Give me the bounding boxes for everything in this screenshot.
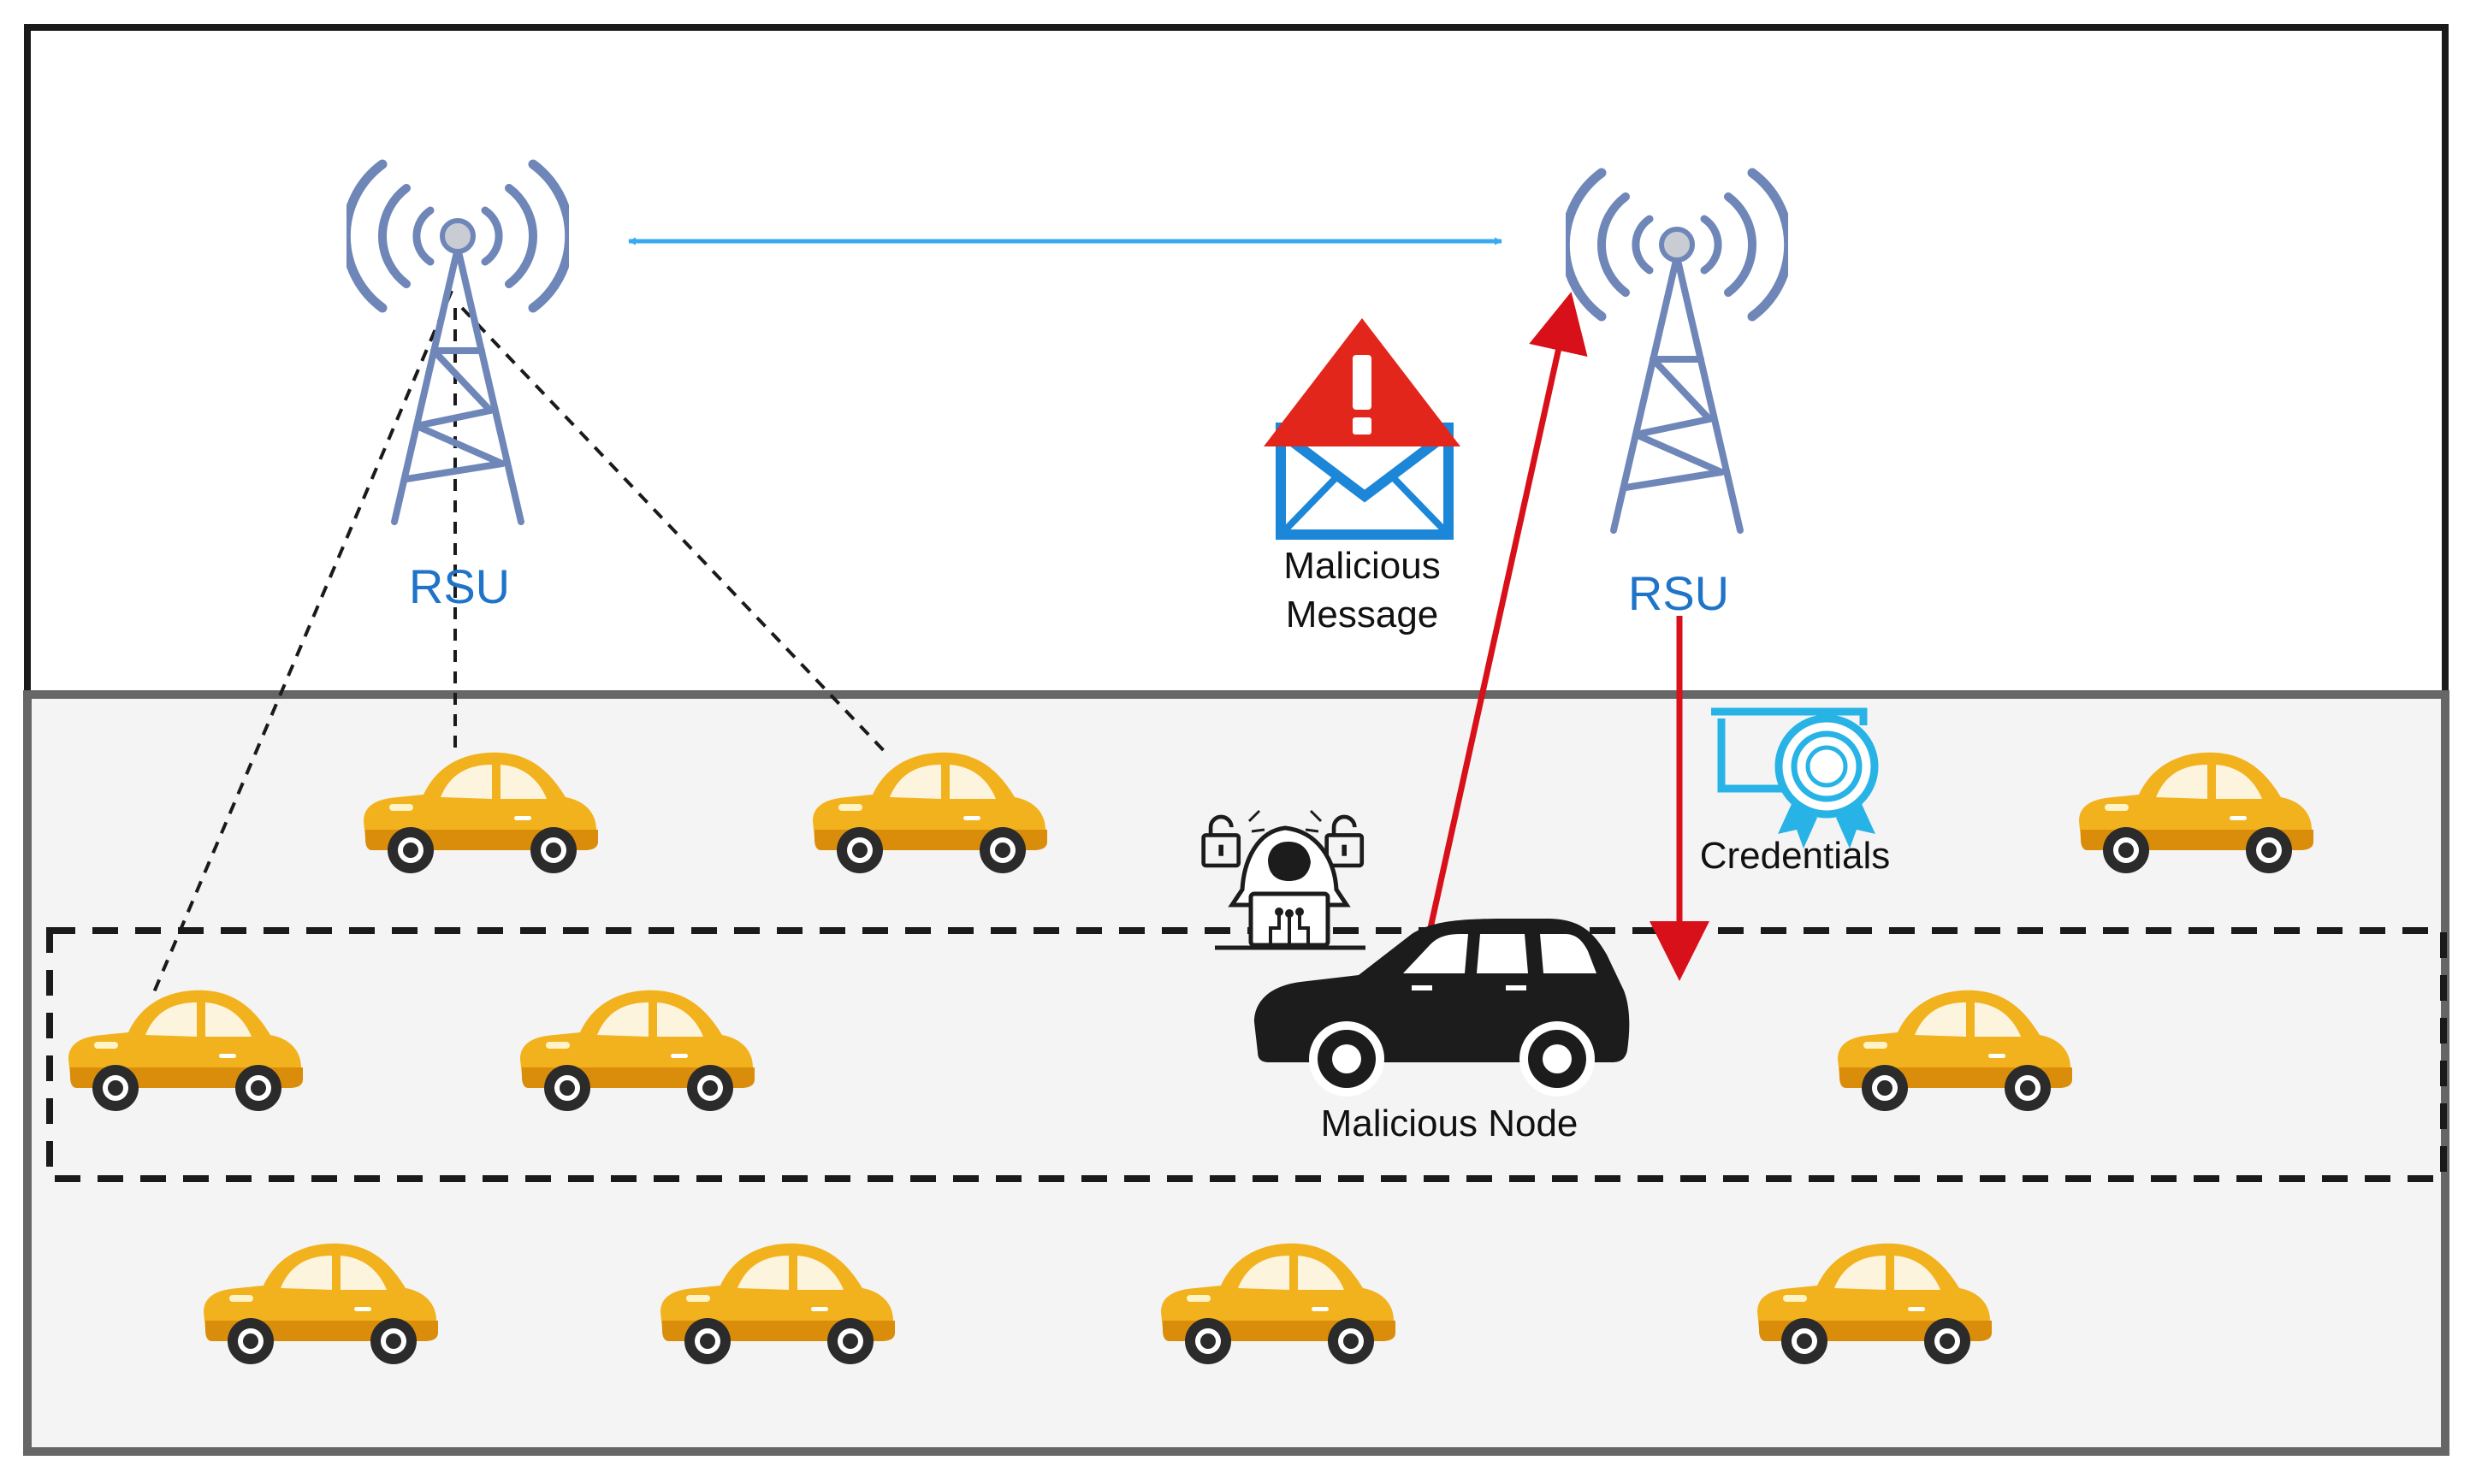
malicious-message-label-line1: Malicious	[1283, 545, 1440, 587]
rsu-label-right: RSU	[1628, 566, 1729, 620]
warning-triangle-icon	[1264, 318, 1460, 446]
lock-sparks	[1247, 809, 1323, 833]
malicious-message-arrow	[1419, 292, 1588, 967]
rsu-coverage-lines	[152, 290, 891, 993]
malicious-car-icon	[1254, 919, 1630, 1097]
malicious-message-label-line2: Message	[1286, 594, 1439, 636]
rsu-label-left: RSU	[409, 559, 510, 613]
hacker-icon	[1215, 825, 1365, 950]
malicious-node-label: Malicious Node	[1321, 1103, 1579, 1144]
credentials-label: Credentials	[1700, 835, 1891, 877]
coverage-line	[460, 306, 891, 759]
certificate-icon	[1711, 707, 1879, 848]
